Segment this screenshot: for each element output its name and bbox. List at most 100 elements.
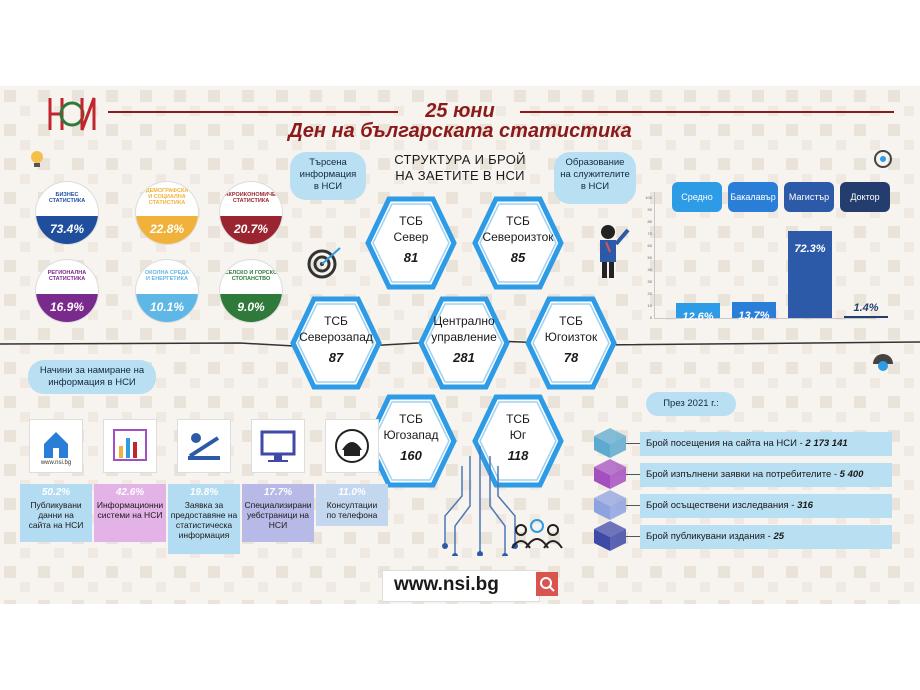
stat-row: Брой изпълнени заявки на потребителите -… [640,463,892,487]
topic-value: 10.1% [149,300,185,314]
topic-value: 73.4% [49,222,85,236]
y-tick-label: 80 [647,219,652,224]
channel-label-line: Информационни [96,500,164,510]
bubble-line: информация в НСИ [48,377,136,388]
education-category-label: Средно [672,182,722,212]
topic-label-line: И СОЦИАЛНА [148,194,186,200]
title-rule-right [520,111,894,113]
writing-hand-icon [188,433,220,460]
hexagon-label-line1: ТСБ [506,412,530,426]
y-tick-label: 40 [647,267,652,272]
stat-label: Брой публикувани издания - [646,531,774,542]
hexagon-label-line1: ТСБ [399,412,423,426]
lightbulb-icon [31,151,43,167]
channel-icon-tile: www.nsi.bg [30,420,82,472]
businessman-icon [600,225,630,278]
channel-icon-tile [104,420,156,472]
brain-gear-icon [874,150,892,168]
hexagon-frame [290,296,382,390]
topic-label-line: СТАТИСТИКА [232,198,270,204]
bubble-line: Начини за намиране на [39,365,145,376]
infographic-poster: 25 юни Ден на българската статистика СТР… [0,86,920,604]
hexagon-label-line2: Югозапад [383,428,439,442]
education-category-label: Магистър [784,182,834,212]
site-url-link[interactable]: www.nsi.bg [394,574,499,595]
bubble-line: През 2021 г.: [663,398,719,409]
stat-value: 316 [797,500,813,511]
stat-label: Брой осъществени изследвания - [646,500,798,511]
bubble-line: на служителите [560,169,630,180]
education-category-label: Доктор [840,182,890,212]
hexagon-value: 85 [510,250,526,265]
cube-icon [594,428,626,458]
search-button[interactable] [536,572,558,596]
hexagon-frame [365,196,457,290]
channel-percent: 50.2% [41,487,71,498]
url-box[interactable] [382,570,540,602]
channel-label-line: уебстраници на [247,510,309,520]
topic-label-line: СТОПАНСТВО [231,276,271,282]
channel-label-line: системи на НСИ [97,510,163,520]
hexagon-label-line2: Североизток [482,230,554,244]
topic-fill [136,216,198,244]
hexagon-frame [472,196,564,290]
header-date: 25 юни [425,100,495,122]
hexagon-frame [472,394,564,488]
y-tick-label: 20 [647,291,652,296]
y-tick-label: 90 [647,207,652,212]
channel-label-line: данни на [38,510,74,520]
channel-label-line: информация [178,530,230,540]
topic-fill [36,216,98,244]
cube-icon [594,459,626,489]
y-tick-label: 60 [647,243,652,248]
hexagon-value: 81 [403,250,419,265]
channel-label-line: Специализирани [244,500,312,510]
education-bar-value: 72.3% [794,243,826,256]
y-tick-label: 10 [647,303,652,308]
hexagon-label-line1: ТСБ [559,314,583,328]
hexagon-label-line2: управление [431,330,497,344]
channel-label-line: Консултации [326,500,378,510]
channel-percent: 11.0% [338,487,366,498]
search-icon [540,577,555,592]
channel-label-line: предоставяне на [170,510,238,520]
topic-label-line: РЕГИОНАЛНА [47,270,87,276]
bubble-line: Търсена [309,157,347,168]
y-tick-label: 0 [649,315,652,320]
stat-label: Брой изпълнени заявки на потребителите - [646,469,840,480]
hexagon-frame [525,296,617,390]
structure-title-line2: НА ЗАЕТИТЕ В НСИ [395,168,525,183]
topic-value: 9.0% [237,300,265,314]
education-bar-value: 12.6% [682,310,714,323]
topic-label-line: ДЕМОГРАФСКА [145,188,189,194]
stat-value: 5 400 [839,469,864,480]
stat-value: 2 173 141 [805,438,848,449]
bubble-line: в НСИ [580,181,610,192]
telephone-icon [335,429,369,463]
channel-label-line: сайта на НСИ [28,520,84,530]
y-tick-label: 30 [647,279,652,284]
structure-title-line1: СТРУКТУРА И БРОЙ [394,152,526,167]
hexagon-frame [418,296,510,390]
topic-label-line: ОКОЛНА СРЕДА [144,270,190,276]
stat-row: Брой осъществени изследвания - 316 [640,494,892,518]
channel-percent: 19.8% [189,487,219,498]
education-bar [844,316,888,318]
